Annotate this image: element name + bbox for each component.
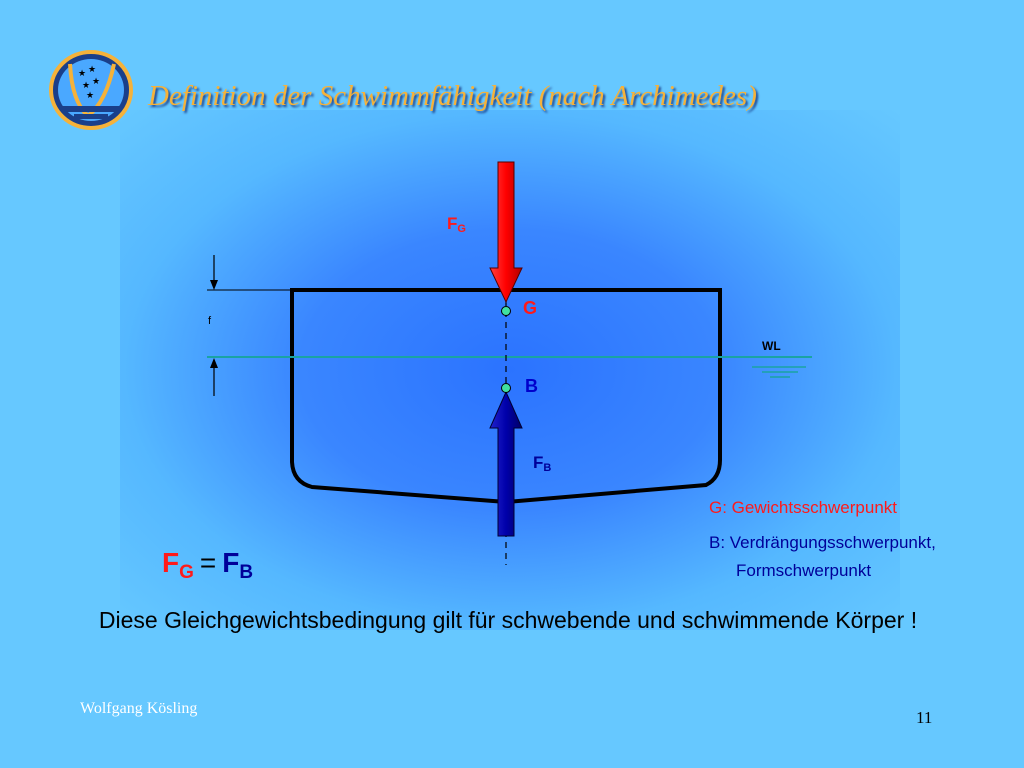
- freeboard-label: f: [208, 315, 212, 327]
- center-of-gravity-label: G: [523, 298, 538, 318]
- svg-text:★: ★: [92, 76, 100, 86]
- freeboard-top-arrowhead: [210, 280, 218, 290]
- svg-text:★: ★: [88, 64, 96, 74]
- freeboard-bottom-arrowhead: [210, 358, 218, 368]
- equilibrium-caption: Diese Gleichgewichtsbedingung gilt für s…: [98, 607, 918, 633]
- equation-right-subscript: B: [239, 562, 254, 583]
- svg-text:★: ★: [82, 80, 90, 90]
- equilibrium-equation: FG=FB: [162, 547, 253, 584]
- buoyancy-force-label: FB: [533, 453, 552, 474]
- buoyancy-force-arrow: [489, 390, 523, 537]
- emblem-logo: ★ ★ ★ ★ ★: [49, 50, 133, 130]
- equation-operator: =: [199, 547, 217, 578]
- waterline-label: WL: [762, 339, 781, 353]
- equation-left-symbol: F: [162, 547, 180, 578]
- center-of-buoyancy-marker: [501, 383, 511, 393]
- center-of-buoyancy-label: B: [525, 376, 538, 396]
- slide-title: Definition der Schwimmfähigkeit (nach Ar…: [148, 80, 757, 112]
- svg-text:★: ★: [78, 68, 86, 78]
- center-of-gravity-marker: [501, 306, 511, 316]
- author-footer: Wolfgang Kösling: [80, 700, 198, 717]
- svg-text:★: ★: [86, 90, 94, 100]
- page-number: 11: [916, 708, 933, 727]
- legend-buoyancy-center-line2: Formschwerpunkt: [736, 561, 872, 580]
- weight-force-arrow: [489, 161, 523, 304]
- equation-right-symbol: F: [222, 547, 240, 578]
- legend-gravity-center: G: Gewichtsschwerpunkt: [709, 498, 898, 517]
- weight-force-label: FG: [447, 214, 466, 235]
- hull-outline: [290, 288, 722, 505]
- equation-left-subscript: G: [179, 562, 194, 583]
- legend-buoyancy-center-line1: B: Verdrängungsschwerpunkt,: [709, 533, 936, 552]
